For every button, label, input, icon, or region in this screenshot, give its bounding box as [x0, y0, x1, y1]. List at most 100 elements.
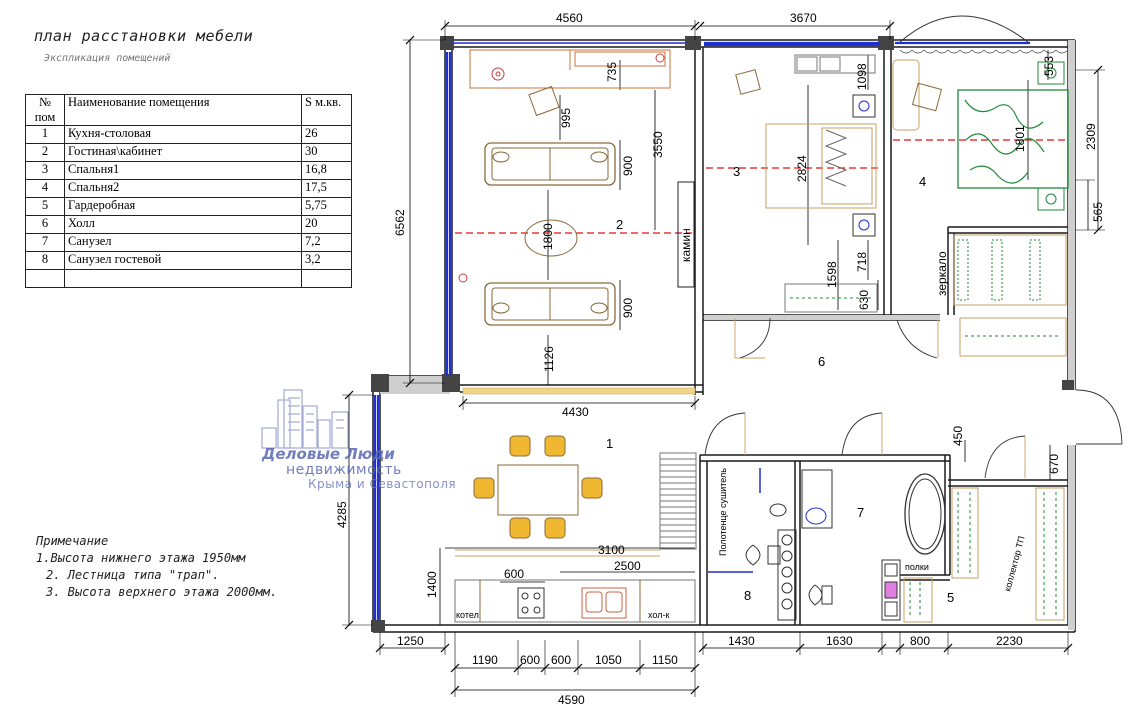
doors	[704, 317, 1123, 479]
row-area: 26	[301, 125, 352, 144]
dim-600-top: 600	[504, 567, 524, 581]
dimension-ticks	[344, 21, 1103, 695]
room-number-4: 4	[919, 174, 926, 189]
label-polki: полки	[905, 562, 929, 572]
dim-3100: 3100	[598, 543, 625, 557]
logo-line-2: недвижимость	[286, 462, 402, 478]
table-header-row: № пом Наименование помещения S м.кв.	[25, 94, 352, 126]
bathroom-7-fixtures	[801, 469, 946, 621]
dim-4430: 4430	[562, 405, 589, 419]
dining-furniture	[454, 435, 697, 623]
row-area: 7,2	[301, 233, 352, 252]
axis-lines	[455, 139, 1066, 234]
dim-900-lower: 900	[621, 298, 635, 318]
extension-lines	[342, 20, 1105, 697]
dim-600-bottom-b: 600	[551, 653, 571, 667]
dim-1598: 1598	[825, 261, 839, 288]
row-area: 30	[301, 143, 352, 162]
bedroom-3-furniture	[735, 54, 878, 313]
dim-1400: 1400	[425, 571, 439, 598]
dim-718: 718	[855, 252, 869, 272]
room-numbers: 1 2 3 4 5 6 7 8	[606, 164, 954, 605]
dim-3670: 3670	[790, 11, 817, 25]
label-holk: хол-к	[648, 610, 669, 620]
living-room-furniture	[458, 49, 695, 326]
room-number-7: 7	[857, 505, 864, 520]
room-number-1: 1	[606, 436, 613, 451]
label-kotel: котел	[456, 610, 479, 620]
dim-553: 553	[1042, 56, 1056, 76]
columns	[371, 36, 1074, 632]
misc-labels: камин зеркало Полотенце сушитель коллект…	[456, 228, 1027, 620]
room-number-3: 3	[733, 164, 740, 179]
col-name: Наименование помещения	[64, 94, 302, 126]
col-area: S м.кв.	[301, 94, 352, 126]
notes-heading: Примечание	[36, 534, 109, 548]
dim-1630: 1630	[826, 634, 853, 648]
dim-4590: 4590	[558, 693, 585, 707]
logo-line-1: Деловые Люди	[262, 445, 395, 463]
dim-6562: 6562	[393, 209, 407, 236]
company-logo: Деловые Люди недвижимость Крыма и Севаст…	[258, 383, 473, 493]
note-item: 2. Лестница типа "трап".	[46, 568, 220, 582]
row-name: Гардеробная	[64, 197, 302, 216]
balcony-arc	[899, 15, 1029, 43]
label-polotence-text: Полотенце сушитель	[718, 468, 728, 556]
dim-2230: 2230	[996, 634, 1023, 648]
dimension-lines	[348, 25, 1099, 691]
window-sill	[462, 387, 696, 395]
room-number-5: 5	[947, 590, 954, 605]
dimension-labels: 4560 3670 735 995 3550 900 900 1800 1126…	[335, 11, 1105, 707]
row-name: Спальня1	[64, 161, 302, 180]
label-kollektor: коллектор ТП	[1002, 535, 1026, 593]
dim-670: 670	[1047, 454, 1061, 474]
dim-900-upper: 900	[621, 156, 635, 176]
logo-line-3: Крыма и Севастополя	[308, 477, 457, 491]
label-polotence: Полотенце сушитель	[718, 468, 728, 556]
plan-subtitle: Экспликация помещений	[44, 53, 171, 64]
dim-1190: 1190	[472, 653, 498, 667]
row-name: Гостиная\кабинет	[64, 143, 302, 162]
dim-735: 735	[605, 62, 619, 82]
bedroom-4-furniture	[892, 59, 1069, 357]
windows	[373, 41, 1030, 620]
dim-2824: 2824	[795, 155, 809, 182]
dim-3550: 3550	[651, 131, 665, 158]
row-area: 17,5	[301, 179, 352, 198]
empty-cell	[301, 269, 352, 288]
row-area: 5,75	[301, 197, 352, 216]
label-zerkalo: зеркало	[935, 251, 949, 296]
table-row-empty	[25, 269, 352, 288]
room-number-8: 8	[744, 588, 751, 603]
dim-565: 565	[1091, 202, 1105, 222]
dim-2309: 2309	[1084, 123, 1098, 150]
note-item: 3. Высота верхнего этажа 2000мм.	[46, 585, 278, 599]
row-name: Спальня2	[64, 179, 302, 198]
row-area: 20	[301, 215, 352, 234]
bathroom-8-fixtures	[708, 468, 797, 621]
dim-630: 630	[857, 290, 871, 310]
dim-995: 995	[559, 108, 573, 128]
notes: Примечание 1.Высота нижнего этажа 1950мм…	[36, 533, 277, 601]
dim-1801: 1801	[1013, 125, 1027, 152]
note-item: 1.Высота нижнего этажа 1950мм	[36, 551, 246, 565]
dim-800: 800	[910, 634, 930, 648]
wall-fill	[380, 40, 1075, 630]
dim-2500: 2500	[614, 559, 641, 573]
label-kamin: камин	[679, 228, 693, 262]
dim-1050: 1050	[595, 653, 622, 667]
col-num: № пом	[25, 94, 65, 126]
dim-600-bottom-a: 600	[520, 653, 540, 667]
room-number-6: 6	[818, 354, 825, 369]
dim-1250: 1250	[397, 634, 424, 648]
room-number-2: 2	[616, 217, 623, 232]
dim-4560: 4560	[556, 11, 583, 25]
